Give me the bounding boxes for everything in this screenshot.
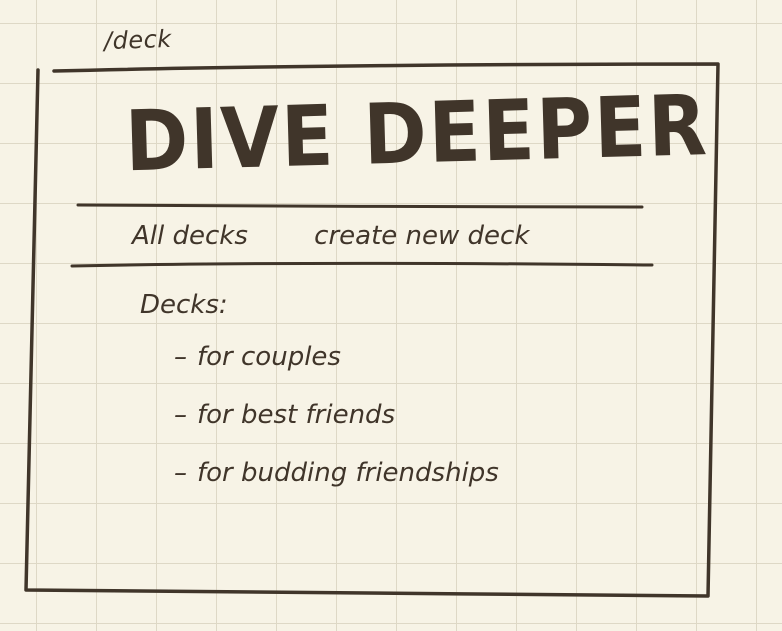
page-title: DIVE DEEPER: [123, 76, 710, 191]
nav-bar: All decks create new deck: [132, 221, 529, 251]
bullet-dash-icon: –: [174, 400, 187, 430]
nav-divider-bottom: [70, 261, 654, 268]
deck-link-label: for budding friendships: [197, 458, 499, 488]
list-item[interactable]: –for couples: [174, 342, 499, 400]
nav-divider-top: [76, 203, 644, 209]
deck-link-label: for couples: [197, 342, 341, 372]
bullet-dash-icon: –: [174, 342, 187, 372]
decks-heading: Decks:: [140, 290, 228, 320]
bullet-dash-icon: –: [174, 458, 187, 488]
deck-list: –for couples –for best friends –for budd…: [174, 342, 499, 516]
deck-link-label: for best friends: [197, 400, 396, 430]
list-item[interactable]: –for budding friendships: [174, 458, 499, 516]
route-label: /deck: [103, 24, 173, 56]
nav-link-create-new-deck[interactable]: create new deck: [314, 221, 530, 251]
list-item[interactable]: –for best friends: [174, 400, 499, 458]
nav-link-all-decks[interactable]: All decks: [132, 221, 248, 251]
